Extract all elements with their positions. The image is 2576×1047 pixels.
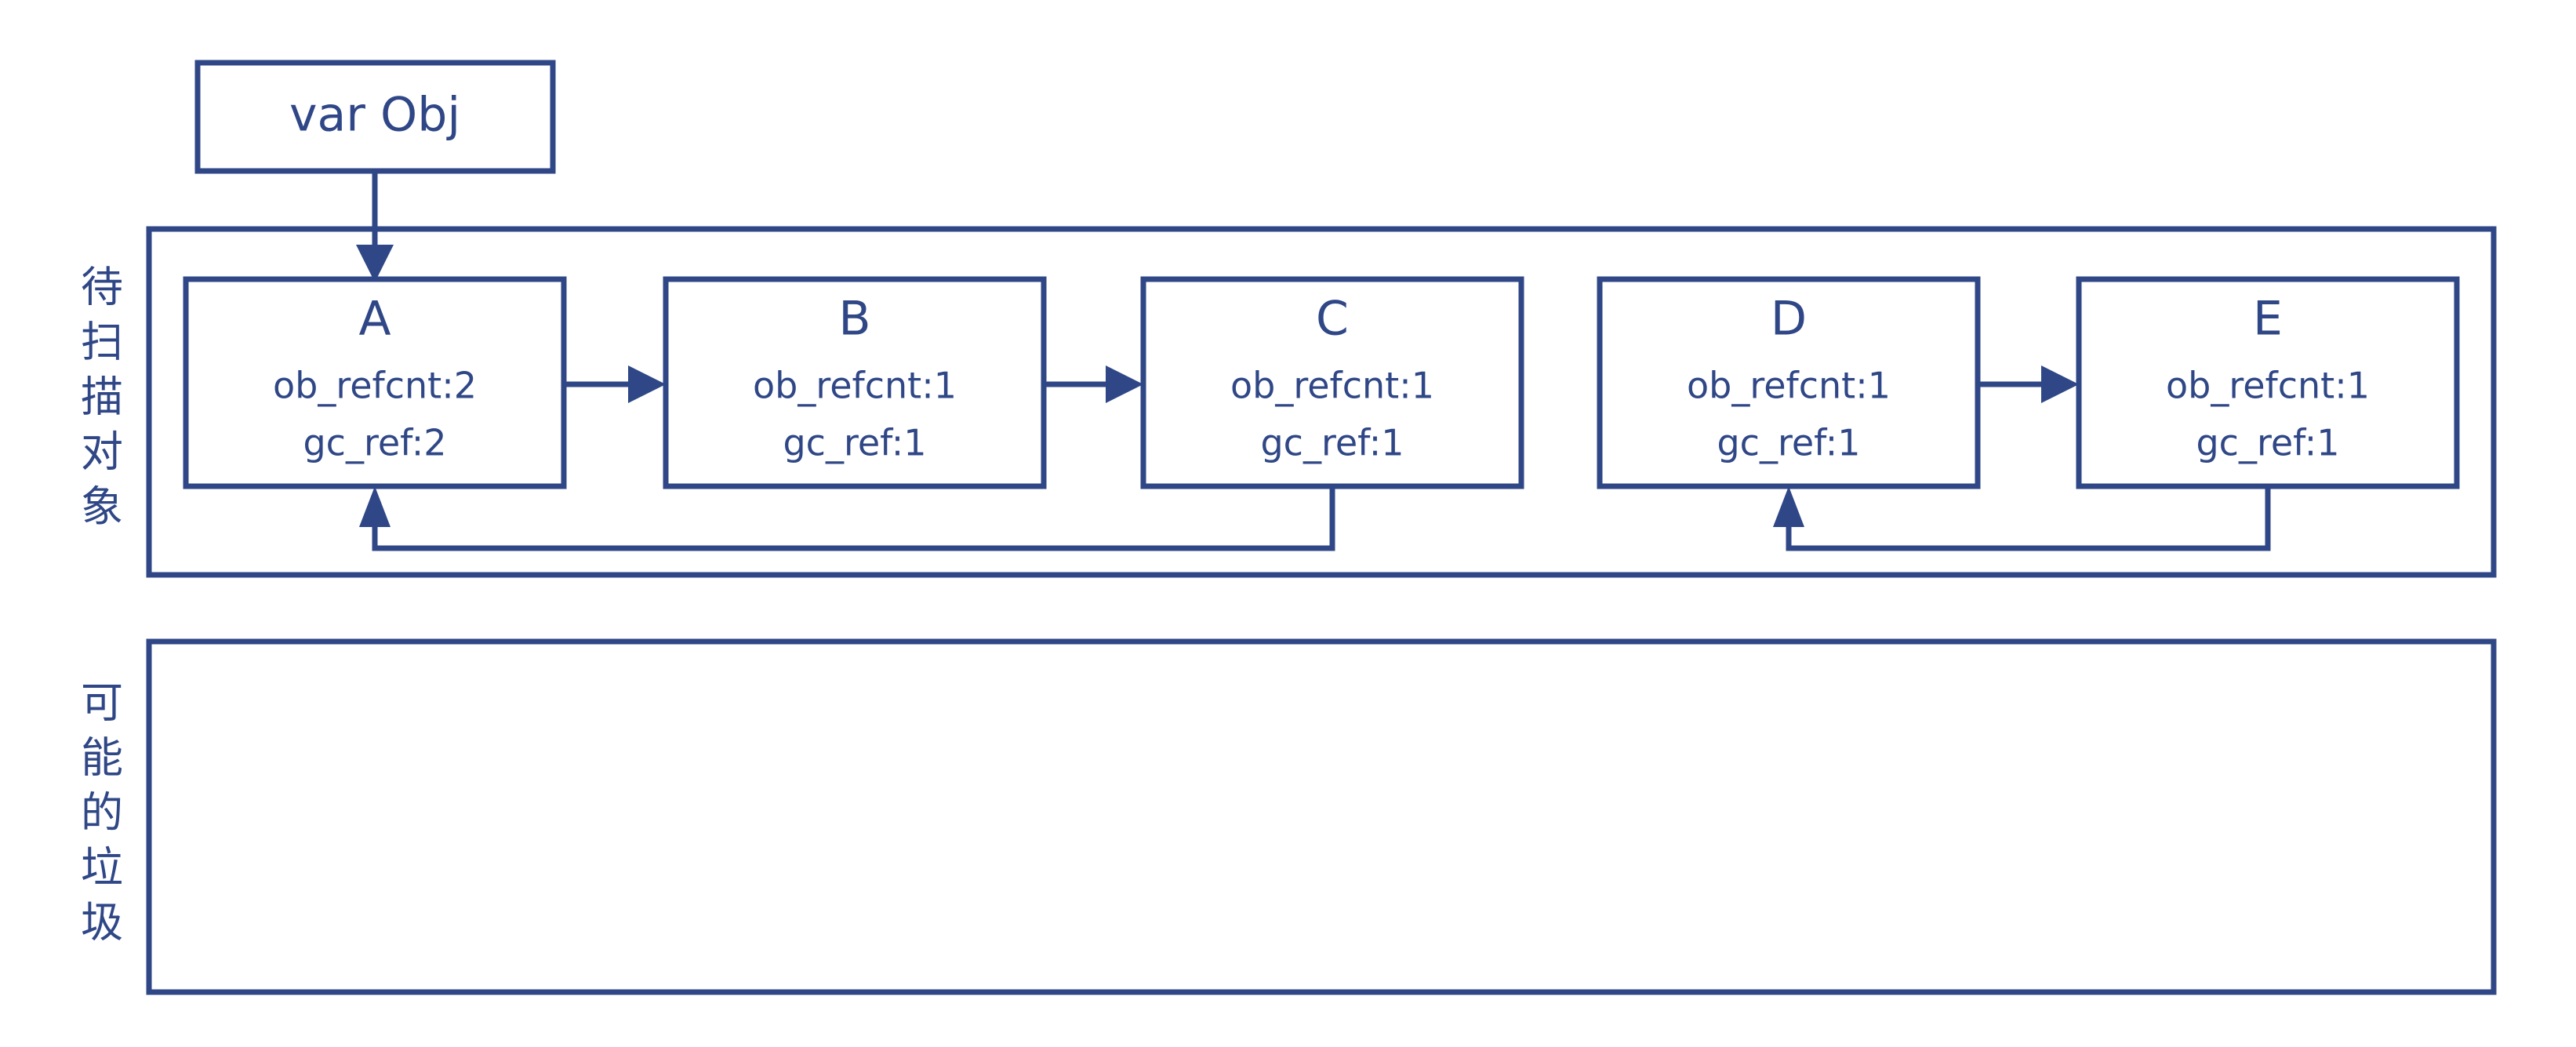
edge-a-to-b (564, 365, 666, 403)
garbage-zone-label: 可 能 的 垃 圾 (81, 678, 123, 947)
scan-zone-label-char-4: 象 (81, 482, 123, 532)
node-d-gc-ref: gc_ref:1 (1717, 422, 1860, 464)
node-d-ob-refcnt: ob_refcnt:1 (1687, 365, 1891, 407)
edge-d-to-e (1978, 365, 2079, 403)
scan-zone-label-char-0: 待 (81, 263, 123, 312)
node-a-gc-ref: gc_ref:2 (303, 422, 446, 464)
arrow-head-e-d (1773, 486, 1804, 527)
scan-zone-label-char-1: 扫 (81, 318, 123, 367)
edge-e-to-d-feedback (1773, 486, 2271, 551)
edge-c-to-a-feedback (359, 486, 1335, 551)
node-a-ob-refcnt: ob_refcnt:2 (273, 365, 477, 407)
node-b[interactable]: B ob_refcnt:1 gc_ref:1 (663, 276, 1047, 489)
node-c-box[interactable] (1140, 276, 1524, 489)
edge-b-to-c (1044, 365, 1143, 403)
arrow-head-b-c (1106, 365, 1143, 403)
garbage-zone-label-char-1: 能 (81, 733, 123, 783)
node-a-title: A (358, 292, 391, 347)
garbage-zone-label-char-3: 垃 (81, 843, 123, 892)
node-c-ob-refcnt: ob_refcnt:1 (1230, 365, 1434, 407)
node-c[interactable]: C ob_refcnt:1 gc_ref:1 (1140, 276, 1524, 489)
node-d[interactable]: D ob_refcnt:1 gc_ref:1 (1597, 276, 1981, 489)
node-a[interactable]: A ob_refcnt:2 gc_ref:2 (183, 276, 567, 489)
node-c-title: C (1316, 292, 1349, 347)
node-b-title: B (838, 292, 870, 347)
garbage-zone-container (146, 638, 2497, 995)
garbage-zone-label-char-4: 圾 (81, 898, 123, 947)
scan-zone-label: 待 扫 描 对 象 (81, 263, 123, 532)
arrow-head-c-a (359, 486, 391, 527)
scan-zone-label-char-3: 对 (81, 427, 123, 477)
node-b-box[interactable] (663, 276, 1047, 489)
node-b-gc-ref: gc_ref:1 (783, 422, 926, 464)
node-b-ob-refcnt: ob_refcnt:1 (753, 365, 957, 407)
arrow-head-a-b (628, 365, 666, 403)
node-e[interactable]: E ob_refcnt:1 gc_ref:1 (2076, 276, 2460, 489)
scan-zone-label-char-2: 描 (81, 373, 123, 422)
garbage-zone-label-char-0: 可 (81, 678, 123, 728)
edge-varobj-to-a (356, 171, 394, 282)
node-e-gc-ref: gc_ref:1 (2196, 422, 2339, 464)
node-c-gc-ref: gc_ref:1 (1260, 422, 1404, 464)
garbage-zone-label-char-2: 的 (81, 788, 123, 838)
root-object-label: var Obj (289, 88, 460, 143)
node-e-box[interactable] (2076, 276, 2460, 489)
node-e-title: E (2253, 292, 2283, 347)
scan-zone-container (146, 226, 2497, 578)
node-d-title: D (1771, 292, 1807, 347)
arrow-head-d-e (2041, 365, 2079, 403)
arrow-head-varobj-a (356, 245, 394, 282)
node-e-ob-refcnt: ob_refcnt:1 (2166, 365, 2370, 407)
